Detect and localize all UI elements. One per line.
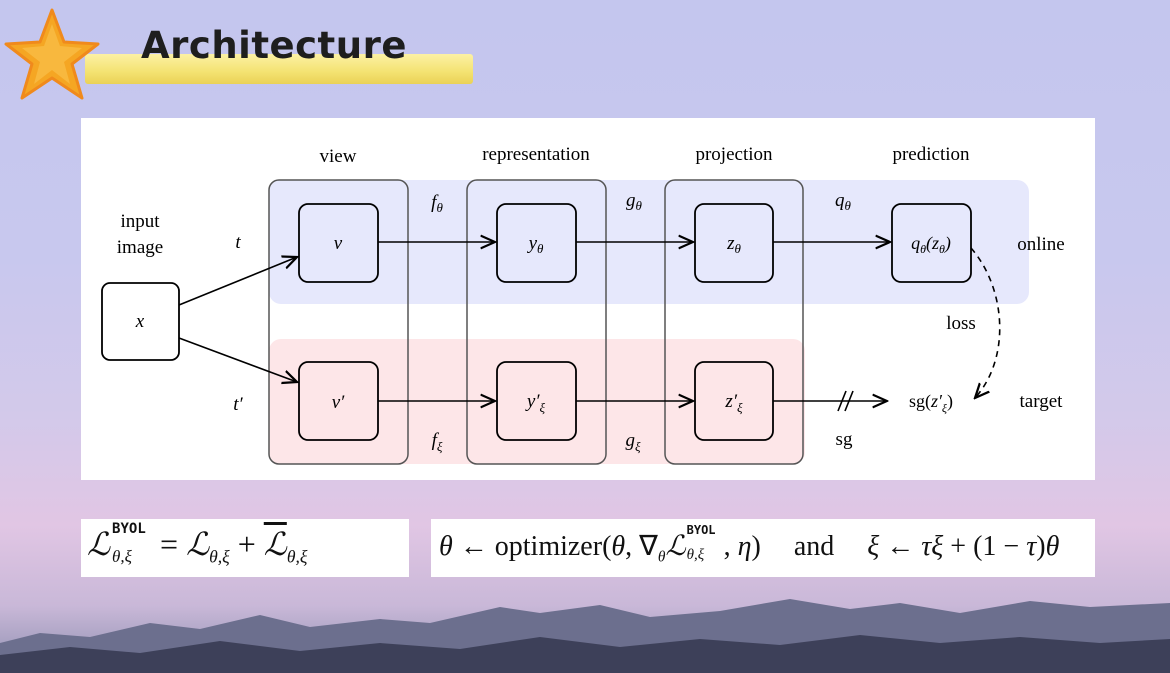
view-group [268,179,409,465]
target-node-v: v′ [332,392,345,413]
target-node-z: z′ξ [724,391,743,415]
representation-group [466,179,607,465]
edge-label-g-xi: gξ [625,430,641,454]
online-node-q: qθ(zθ) [911,233,951,256]
edge-label-f-xi: fξ [432,430,443,454]
target-node-y: y′ξ [525,391,546,415]
online-node-v-box [298,203,379,283]
and-word: and [793,531,835,562]
online-node-z: zθ [726,233,741,256]
online-node-y: yθ [527,233,544,256]
edge-label-sg: sg [836,429,853,450]
column-label-prediction: prediction [892,144,970,165]
target-node-sg: sg(z′ξ) [909,391,953,415]
online-node-q-box [891,203,972,283]
stop-grad-slash-2 [844,390,854,412]
arrow-t-prime [178,337,297,382]
edge-label-f-theta: fθ [431,192,443,215]
loss-curve [970,247,1001,398]
edge-label-g-theta: gθ [626,190,643,213]
aug-label-t-prime: t′ [233,394,243,415]
title-area: Architecture [0,0,500,110]
page-title: Architecture [141,24,407,67]
online-node-v: v [334,233,343,254]
projection-group [664,179,804,465]
arrow-t [178,257,297,306]
input-label-line1: input [120,211,160,232]
edge-label-q-theta: qθ [835,190,852,213]
input-node-label: x [135,311,145,332]
online-label: online [1017,234,1065,255]
column-label-representation: representation [482,144,590,165]
online-node-z-box [694,203,774,283]
online-node-y-box [496,203,577,283]
column-label-view: view [320,146,357,167]
aug-label-t: t [235,232,241,253]
loss-label: loss [946,313,976,334]
star-icon [4,8,100,100]
input-label-line2: image [117,237,163,258]
input-node-box [101,282,180,361]
stop-grad-slash-1 [837,390,847,412]
title-highlight [85,54,473,84]
mountain-silhouette [0,599,1170,673]
byol-architecture-diagram: view representation projection predictio… [81,118,1095,480]
target-label: target [1020,391,1064,412]
column-label-projection: projection [695,144,773,165]
